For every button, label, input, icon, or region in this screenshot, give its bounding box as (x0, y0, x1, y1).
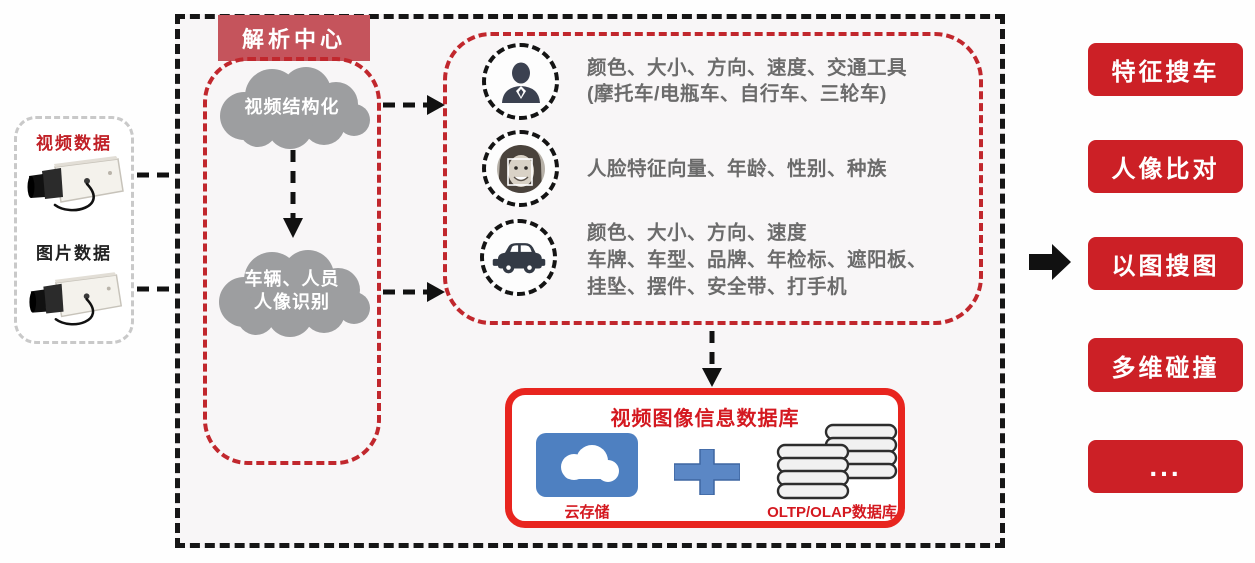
face-attributes: 人脸特征向量、年龄、性别、种族 (587, 158, 888, 180)
person-icon (501, 62, 540, 103)
cloud-storage-icon (536, 433, 638, 497)
car-icon (492, 242, 545, 273)
recognition-cloud-icon (219, 250, 370, 337)
database-title: 视频图像信息数据库 (610, 408, 800, 430)
image-data-label: 图片数据 (36, 244, 112, 263)
arrow-platform-to-apps-icon (1029, 244, 1071, 280)
image-camera-icon (29, 272, 123, 326)
vehicle-circle (480, 219, 557, 296)
video-structuring-label: 视频结构化 (244, 97, 340, 117)
recognition-label: 车辆、人员 人像识别 (244, 269, 340, 312)
btn-image-search[interactable]: 以图搜图 (1088, 237, 1243, 290)
vehicle-attributes: 颜色、大小、方向、速度 车牌、车型、品牌、年检标、遮阳板、 挂坠、摆件、安全带、… (587, 222, 928, 298)
video-image-database-box: 视频图像信息数据库 云存储 OLTP/OLAP数据库 (505, 388, 905, 528)
oltp-olap-label: OLTP/OLAP数据库 (767, 504, 897, 521)
btn-multi-dimension-collision[interactable]: 多维碰撞 (1088, 338, 1243, 392)
plus-icon (674, 449, 740, 495)
pedestrian-attributes: 颜色、大小、方向、速度、交通工具 (摩托车/电瓶车、自行车、三轮车) (587, 57, 908, 105)
btn-more[interactable]: ... (1088, 440, 1243, 493)
arrow-recognition-to-attributes-icon (383, 282, 445, 302)
pedestrian-circle (482, 43, 559, 120)
video-data-label: 视频数据 (36, 134, 112, 153)
attributes-panel (443, 32, 983, 325)
data-sources-panel: 视频数据 图片数据 (14, 116, 134, 344)
arrow-attributes-to-database-icon (702, 331, 722, 387)
face-circle (482, 130, 559, 207)
video-structuring-cloud-icon (220, 67, 370, 149)
btn-vehicle-feature-search[interactable]: 特征搜车 (1088, 43, 1243, 96)
arrow-structuring-to-attributes-icon (383, 95, 445, 115)
parse-center-column (203, 57, 381, 465)
cloud-storage-label: 云存储 (564, 504, 610, 521)
parse-center-tag: 解析中心 (218, 15, 370, 61)
arrow-structuring-to-recognition-icon (283, 150, 303, 238)
database-icon (776, 423, 898, 500)
face-photo-icon (496, 144, 545, 193)
btn-face-comparison[interactable]: 人像比对 (1088, 140, 1243, 193)
video-camera-icon (27, 156, 124, 212)
